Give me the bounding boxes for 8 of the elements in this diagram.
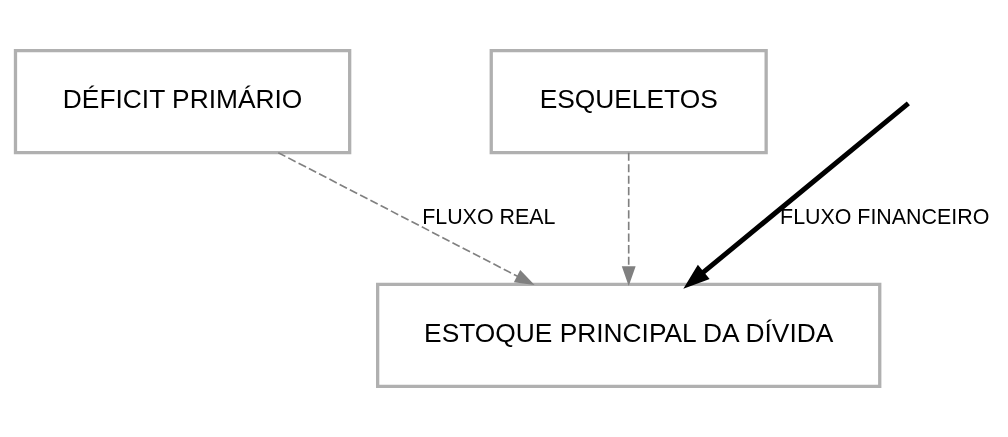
edge-label: FLUXO REAL: [422, 205, 556, 230]
node-box: ESTOQUE PRINCIPAL DA DÍVIDA: [376, 282, 882, 389]
arrow: [683, 101, 910, 289]
node-box: ESQUELETOS: [489, 48, 768, 155]
arrow: [621, 151, 636, 287]
arrow: [277, 151, 535, 286]
edge-label: FLUXO FINANCEIRO: [780, 205, 990, 230]
node-box: DÉFICIT PRIMÁRIO: [13, 48, 352, 155]
